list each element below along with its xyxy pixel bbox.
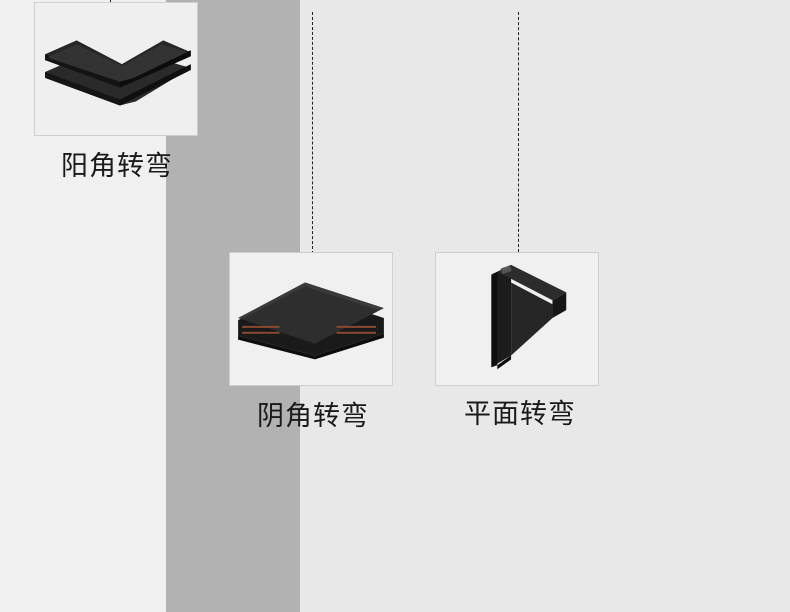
flat-corner-connector-icon [436, 253, 598, 385]
product-card-flat-corner [435, 252, 599, 386]
inner-corner-connector-icon [230, 253, 392, 385]
guide-line-flat [518, 12, 519, 252]
product-card-inner-corner [229, 252, 393, 386]
product-label-inner-corner: 阴角转弯 [257, 401, 369, 432]
guide-line-outer [110, 0, 111, 2]
product-card-outer-corner [34, 2, 198, 136]
outer-corner-connector-icon [35, 3, 197, 135]
product-label-flat-corner: 平面转弯 [464, 399, 576, 430]
product-label-outer-corner: 阳角转弯 [61, 151, 173, 182]
guide-line-inner [312, 12, 313, 264]
